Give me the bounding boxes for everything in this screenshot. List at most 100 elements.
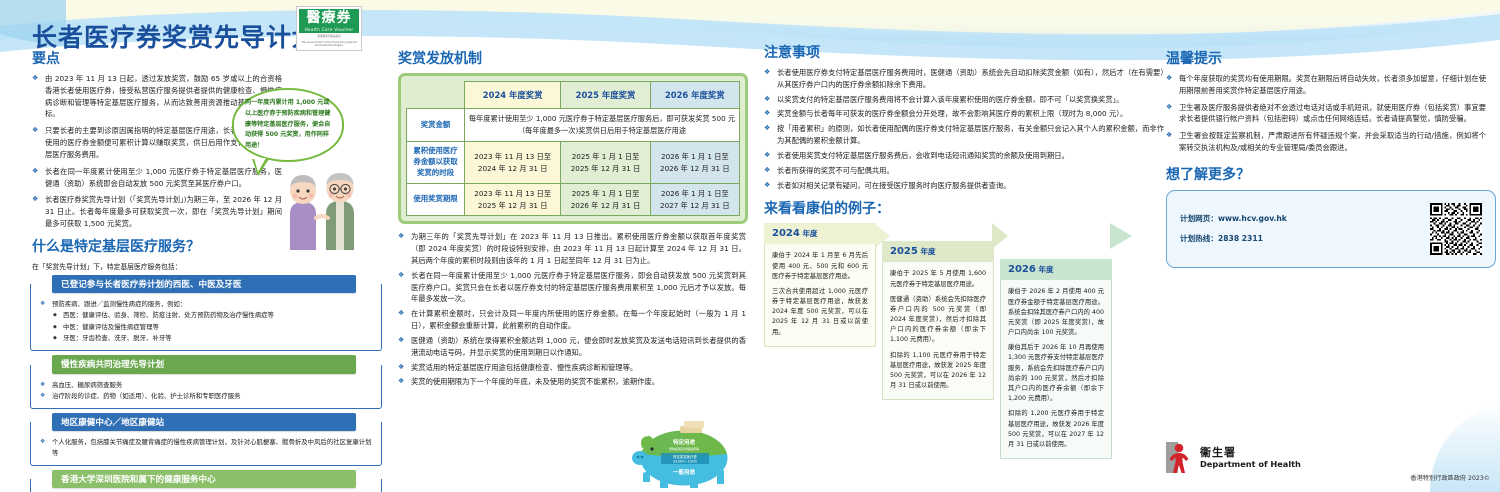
arrow-2024-to-2025 xyxy=(874,223,890,250)
service-item: 个人化服务，包括膝关节痛症及腰背痛症的慢性疾病管理计划，及针对心肌梗塞、髋骨折及… xyxy=(40,437,372,458)
piggy-bank-illustration: 特定用途 预防疾病及管理健康等 特定奖赏医疗券 $1000~1500 一般用途 xyxy=(628,418,746,490)
doh-name-en: Department of Health xyxy=(1200,459,1301,470)
reward-table-container: 2024 年度奖赏 2025 年度奖赏 2026 年度奖赏 奖赏金额每年度累计使… xyxy=(398,73,748,225)
elderly-couple-illustration xyxy=(270,158,378,250)
service-item-list: 预防疾病、跟进／监测慢性病症的服务，例如：西医：健康评估、验身、筛检、防疫注射、… xyxy=(40,299,372,343)
contact-lines: 计划网页：www.hcv.gov.hk 计划热线：2838 2311 xyxy=(1180,209,1287,248)
service-box-title: 地区康健中心／地区康健站 xyxy=(52,413,356,432)
example-card-body: 康伯于 2025 年 5 月使用 1,600 元医疗券于特定基层医疗用途。医健通… xyxy=(882,262,994,401)
section-heading-example: 来看看康伯的例子： xyxy=(764,201,890,218)
service-item: 中医：健康评估及慢性病症管理等 xyxy=(40,322,372,332)
service-box: 地区康健中心／地区康健站个人化服务，包括膝关节痛症及腰背痛症的慢性疾病管理计划，… xyxy=(30,413,382,466)
reward-table: 2024 年度奖赏 2025 年度奖赏 2026 年度奖赏 奖赏金额每年度累计使… xyxy=(406,81,741,217)
speech-bubble-tail xyxy=(252,158,269,176)
footer: 衞生署 Department of Health 香港特別行政區政府 2023© xyxy=(1166,442,1496,486)
speech-bubble-text: 同一年度内累计用 1,000 元或以上医疗券于预防疾病和管理健康等特定基层医疗服… xyxy=(245,99,331,149)
table-body: 奖赏金额每年度累计使用至少 1,000 元医疗券于特定基层医疗服务后，即可获发奖… xyxy=(406,107,741,217)
qr-code[interactable] xyxy=(1430,202,1482,255)
bullet-item: 只要长者的主要到诊原因属指明的特定基层医疗用途，长者在该次服务所使用的医疗券金额… xyxy=(32,125,282,160)
column-reward-mechanism: 奖赏发放机制 2024 年度奖赏 2025 年度奖赏 2026 年度奖赏 奖赏金… xyxy=(398,0,748,391)
copyright-text: 香港特別行政區政府 2023© xyxy=(1410,475,1490,482)
what-is-intro: 在「奖赏先导计划」下，特定基层医疗服务包括： xyxy=(32,262,182,271)
doh-name-cn: 衞生署 xyxy=(1200,445,1236,459)
example-paragraph: 三次合共使用超过 1,000 元医疗券于特定基层医疗用途，故获发 2024 年度… xyxy=(772,287,868,336)
example-card-year: 2024 年度 xyxy=(764,223,876,245)
column-tips: 温馨提示 每个年度获取的奖赏均有使用期限。奖赏在期限后将自动失效，长者须多加留意… xyxy=(1166,0,1496,268)
hotline-value: 2838 2311 xyxy=(1217,233,1263,243)
section-heading-tips: 温馨提示 xyxy=(1166,51,1222,67)
bullet-item: 长者使用医疗券支付特定基层医疗服务费用时，医健通（资助）系统会先自动扣除奖赏金额… xyxy=(764,67,1164,91)
department-of-health-logo: 衞生署 Department of Health xyxy=(1166,442,1496,473)
table-col-header-2025: 2025 年度奖赏 xyxy=(560,81,651,109)
example-paragraph: 医健通（资助）系统会先扣除医疗券户口内的 500 元奖赏（即 2024 年度奖赏… xyxy=(890,295,986,344)
arrow-2025-to-2026 xyxy=(992,223,1008,250)
hotline-label: 计划热线： xyxy=(1180,233,1218,243)
section-heading-key-points: 要点 xyxy=(32,51,60,67)
bullet-item: 奖赏的使用期限为下一个年度的年底，未及使用的奖赏不能累积，逾期作废。 xyxy=(398,376,746,388)
example-card-year: 2026 年度 xyxy=(1000,259,1112,281)
doh-figure-icon xyxy=(1166,442,1189,473)
service-box-title: 香港大学深圳医院和属下的健康服务中心 xyxy=(52,469,356,489)
bullet-item: 长者医疗券奖赏先导计划（「奖赏先导计划」)为期三年，至 2026 年 12 月 … xyxy=(32,194,282,229)
section-heading-reward-mechanism: 奖赏发放机制 xyxy=(398,51,482,67)
example-card-body: 康伯于 2026 年 2 月使用 400 元医疗券金额于特定基层医疗用途。系统会… xyxy=(1000,280,1112,460)
service-item: 治疗阶段的诊症、药物（如适用）、化验、护士诊所和专职医疗服务 xyxy=(40,391,372,401)
column-key-points: 要点 由 2023 年 11 月 13 日起，透过发放奖赏，鼓励 65 岁或以上… xyxy=(14,0,394,492)
example-card-2026: 2026 年度康伯于 2026 年 2 月使用 400 元医疗券金额于特定基层医… xyxy=(1000,259,1112,460)
example-paragraph: 扣除的 1,200 元医疗券用于特定基层医疗用途，故获发 2026 年度 500… xyxy=(1008,410,1104,448)
bullet-item: 卫生署及医疗服务提供者绝对不会透过电话对话或手机短讯，就使用医疗券（包括奖赏）事… xyxy=(1166,102,1486,126)
table-col-header-2024: 2024 年度奖赏 xyxy=(463,81,562,109)
bullet-item: 以奖赏支付的特定基层医疗服务费用将不会计算入该年度累积使用的医疗券金额，即不可「… xyxy=(764,94,1164,106)
bullet-item: 每个年度获取的奖赏均有使用期限。奖赏在期限后将自动失效，长者须多加留意，仔细计划… xyxy=(1166,73,1486,97)
example-card-2025: 2025 年度康伯于 2025 年 5 月使用 1,600 元医疗券于特定基层医… xyxy=(882,241,994,401)
bullet-item: 长者所获得的奖赏不可与配偶共用。 xyxy=(764,165,1164,177)
example-paragraph: 康伯其后于 2026 年 10 月再使用 1,300 元医疗券支付特定基层医疗服… xyxy=(1008,344,1104,403)
bullet-item: 长者使用奖赏支付特定基层医疗服务费后，会收到电话短讯通知奖赏的余额及使用到期日。 xyxy=(764,150,1164,162)
reward-notes-list: 为期三年的「奖赏先导计划」在 2023 年 11 月 13 日推出。累积使用医疗… xyxy=(398,231,746,388)
bullet-item: 由 2023 年 11 月 13 日起，透过发放奖赏，鼓励 65 岁或以上的合资… xyxy=(32,73,282,120)
bullet-item: 卫生署会按既定监察机制，严肃跟进所有怀疑违规个案，并会采取适当的行动/措施，例如… xyxy=(1166,130,1486,154)
table-row-header: 使用奖赏期限 xyxy=(406,182,465,217)
example-card-body: 康伯于 2024 年 1 月至 6 月先后使用 400 元、500 元和 600… xyxy=(764,244,876,347)
table-cell-merged: 每年度累计使用至少 1,000 元医疗券于特定基层医疗服务后，即可获发奖赏 50… xyxy=(464,107,740,143)
website-label: 计划网页： xyxy=(1180,214,1218,224)
service-item: 高血压、糖尿病筛查服务 xyxy=(40,380,372,390)
bullet-item: 奖赏适用的特定基层医疗用途包括健康检查、慢性疾病诊断和管理等。 xyxy=(398,362,746,374)
svg-text:特定奖赏医疗券: 特定奖赏医疗券 xyxy=(673,454,697,459)
contact-box: 计划网页：www.hcv.gov.hk 计划热线：2838 2311 xyxy=(1166,189,1496,268)
service-box-body: 于下列地点提供的预防疾病、跟进/监测慢性疾病的门诊服务：11 个指定的诊疗中心：… xyxy=(30,479,382,492)
svg-text:一般用途: 一般用途 xyxy=(673,468,696,476)
example-card-2024: 2024 年度康伯于 2024 年 1 月至 6 月先后使用 400 元、500… xyxy=(764,223,876,347)
table-corner-cell xyxy=(407,82,465,109)
doh-text: 衞生署 Department of Health xyxy=(1200,446,1301,469)
arrow-end xyxy=(1110,223,1132,250)
speech-bubble: 同一年度内累计用 1,000 元或以上医疗券于预防疾病和管理健康等特定基层医疗服… xyxy=(232,88,344,176)
bullet-item: 医健通（资助）系统在录得累积金额达到 1,000 元，便会即时发放奖赏及发送电话… xyxy=(398,335,746,359)
website-value[interactable]: www.hcv.gov.hk xyxy=(1217,214,1287,224)
table-col-header-2026: 2026 年度奖赏 xyxy=(649,81,741,109)
service-box-body: 预防疾病、跟进／监测慢性病症的服务，例如：西医：健康评估、验身、筛检、防疫注射、… xyxy=(30,284,382,352)
key-points-list: 由 2023 年 11 月 13 日起，透过发放奖赏，鼓励 65 岁或以上的合资… xyxy=(32,73,282,230)
section-heading-what-is: 什么是特定基层医疗服务？ xyxy=(32,238,200,255)
section-heading-notes: 注意事项 xyxy=(764,45,820,61)
service-item: 西医：健康评估、验身、筛检、防疫注射、处方预防药物及治疗慢性病症等 xyxy=(40,310,372,320)
service-item-list: 高血压、糖尿病筛查服务治疗阶段的诊症、药物（如适用）、化验、护士诊所和专职医疗服… xyxy=(40,380,372,402)
table-header-row: 2024 年度奖赏 2025 年度奖赏 2026 年度奖赏 xyxy=(407,81,741,109)
service-item: 预防疾病、跟进／监测慢性病症的服务，例如： xyxy=(40,299,372,309)
service-box: 已登记参与长者医疗券计划的西医、中医及牙医预防疾病、跟进／监测慢性病症的服务，例… xyxy=(30,274,382,352)
tips-list: 每个年度获取的奖赏均有使用期限。奖赏在期限后将自动失效，长者须多加留意，仔细计划… xyxy=(1166,73,1486,154)
svg-text:特定用途: 特定用途 xyxy=(673,438,696,446)
example-card-year: 2025 年度 xyxy=(882,241,994,263)
table-row-header: 奖赏金额 xyxy=(406,107,465,143)
bullet-item: 长者如对相关记录有疑问，可在接受医疗服务时向医疗服务提供者查询。 xyxy=(764,180,1164,192)
service-box: 香港大学深圳医院和属下的健康服务中心于下列地点提供的预防疾病、跟进/监测慢性疾病… xyxy=(30,469,382,492)
example-cards-container: 2024 年度康伯于 2024 年 1 月至 6 月先后使用 400 元、500… xyxy=(764,223,1174,492)
